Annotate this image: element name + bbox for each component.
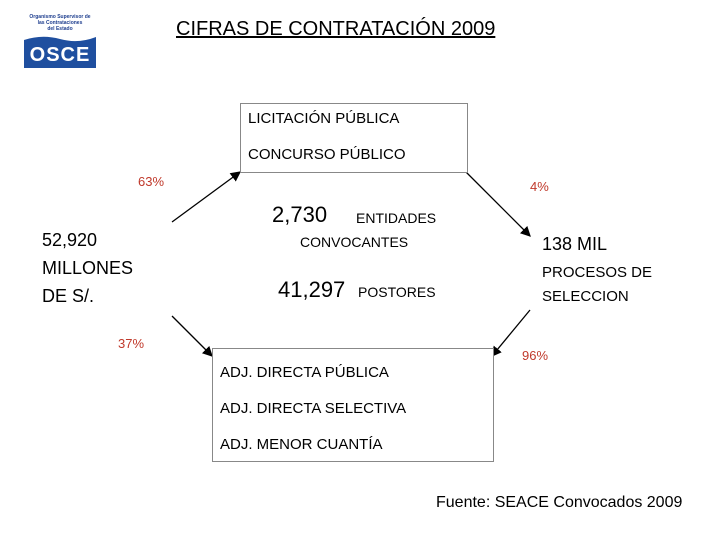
page-title: CIFRAS DE CONTRATACIÓN 2009 — [176, 18, 496, 40]
left-amount: 52,920 — [42, 230, 98, 250]
right-label-line1: PROCESOS DE — [542, 264, 653, 281]
postores-label: POSTORES — [358, 284, 436, 300]
right-amount: 138 MIL — [542, 234, 608, 254]
logo-brand: OSCE — [24, 42, 96, 68]
top-item-licitacion: LICITACIÓN PÚBLICA — [248, 110, 400, 127]
entidades-label-line2: CONVOCANTES — [300, 234, 409, 250]
connector-top-right — [465, 171, 531, 237]
left-amount-unit: MILLONES — [42, 258, 134, 278]
connector-top-left — [171, 171, 242, 223]
postores-value: 41,297 — [278, 277, 346, 302]
pct-bottom-right: 96% — [522, 348, 549, 363]
top-item-concurso: CONCURSO PÚBLICO — [248, 146, 406, 163]
osce-logo: Organismo Supervisor de las Contratacion… — [22, 14, 98, 70]
top-procedures-box — [240, 103, 468, 173]
bottom-item-ads: ADJ. DIRECTA SELECTIVA — [220, 400, 407, 417]
logo-subtitle-line1: Organismo Supervisor de — [29, 14, 91, 20]
pct-top-left: 63% — [138, 174, 165, 189]
bottom-procedures-box — [212, 348, 494, 462]
entidades-label: ENTIDADES — [356, 210, 437, 226]
bottom-item-adp: ADJ. DIRECTA PÚBLICA — [220, 364, 389, 381]
left-amount-currency: DE S/. — [42, 286, 95, 306]
pct-top-right: 4% — [530, 179, 549, 194]
logo-subtitle-line2: las Contrataciones — [37, 20, 83, 26]
pct-bottom-left: 37% — [118, 336, 145, 351]
connector-bottom-right — [491, 309, 531, 358]
bottom-item-amc: ADJ. MENOR CUANTÍA — [220, 436, 383, 453]
entidades-value: 2,730 — [272, 202, 328, 227]
source-note: Fuente: SEACE Convocados 2009 — [436, 494, 683, 511]
right-label-line2: SELECCION — [542, 288, 629, 305]
logo-subtitle-line3: del Estado — [47, 26, 73, 32]
connector-bottom-left — [171, 315, 213, 357]
